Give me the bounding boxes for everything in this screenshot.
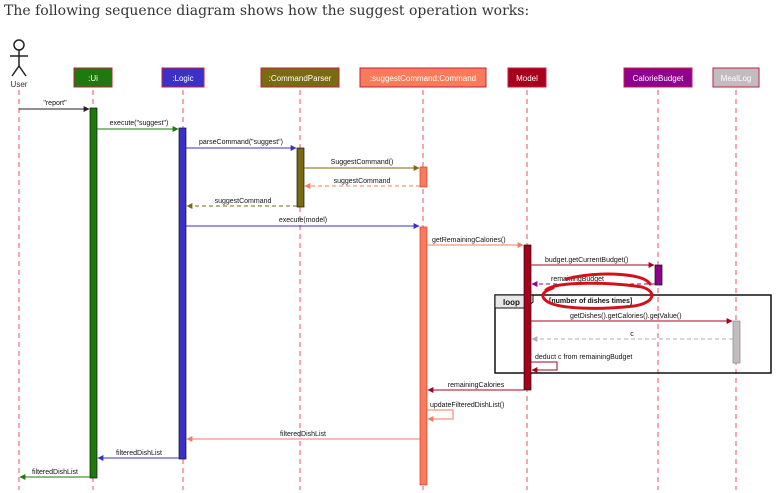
intro-text: The following sequence diagram shows how… bbox=[4, 3, 530, 19]
loop-keyword: loop bbox=[503, 298, 520, 307]
message-return-filtered-list-1-label: filteredDishList bbox=[280, 431, 326, 438]
lifelines bbox=[18, 90, 737, 490]
message-return-c: c bbox=[531, 331, 733, 342]
participant-command-parser-label: :CommandParser bbox=[269, 74, 332, 83]
activation-command-execute bbox=[419, 226, 428, 486]
activation-budget bbox=[654, 264, 663, 286]
participant-ui: :Ui bbox=[73, 67, 113, 88]
message-return-remaining-budget-label: remainingBudget bbox=[551, 276, 604, 283]
message-report: "report" bbox=[19, 100, 90, 112]
activation-meallog bbox=[732, 320, 741, 364]
message-get-remaining-calories-label: getRemainingCalories() bbox=[432, 237, 506, 244]
participant-meal-log-label: MealLog bbox=[721, 74, 752, 83]
message-deduct-self-call: deduct c from remainingBudget bbox=[531, 354, 632, 373]
red-annotation-marks bbox=[541, 272, 654, 310]
activation-logic bbox=[178, 127, 187, 460]
message-return-suggest-command-1-label: suggestCommand bbox=[334, 178, 391, 185]
activation-ui bbox=[89, 107, 98, 479]
activation-parser bbox=[296, 147, 305, 208]
message-return-filtered-list-1: filteredDishList bbox=[186, 431, 420, 442]
message-deduct-self-call-label: deduct c from remainingBudget bbox=[535, 354, 632, 361]
message-get-dishes-calories: getDishes().getCalories().getValue() bbox=[531, 313, 733, 324]
participant-logic-label: :Logic bbox=[172, 74, 193, 83]
message-execute-suggest-label: execute("suggest") bbox=[110, 120, 169, 127]
message-get-current-budget: budget.getCurrentBudget() bbox=[531, 257, 655, 268]
message-update-filtered-dish-list-label: updateFilteredDishList() bbox=[430, 402, 504, 409]
loop-guard: [number of dishes times] bbox=[549, 298, 632, 305]
message-return-filtered-list-2-label: filteredDishList bbox=[116, 450, 162, 457]
message-return-filtered-list-2: filteredDishList bbox=[97, 450, 179, 461]
message-get-dishes-calories-label: getDishes().getCalories().getValue() bbox=[570, 313, 682, 320]
message-execute-model-label: execute(model) bbox=[279, 217, 327, 224]
message-return-filtered-list-3-label: filteredDishList bbox=[32, 469, 78, 476]
message-return-remaining-calories: remainingCalories bbox=[427, 382, 524, 393]
actor-user-label: User bbox=[11, 80, 28, 89]
message-get-current-budget-label: budget.getCurrentBudget() bbox=[545, 257, 628, 264]
message-execute-suggest: execute("suggest") bbox=[97, 120, 179, 132]
message-execute-model: execute(model) bbox=[186, 217, 420, 229]
participant-ui-label: :Ui bbox=[88, 74, 98, 83]
loop-fragment: loop [number of dishes times] bbox=[494, 294, 772, 374]
message-parse-command: parseCommand("suggest") bbox=[186, 139, 297, 151]
message-update-filtered-dish-list: updateFilteredDishList() bbox=[427, 402, 504, 422]
message-report-label: "report" bbox=[43, 100, 67, 107]
message-return-remaining-calories-label: remainingCalories bbox=[448, 382, 505, 389]
message-return-suggest-command-2-label: suggestCommand bbox=[215, 198, 272, 205]
message-return-remaining-budget: remainingBudget bbox=[531, 276, 655, 287]
user-actor-icon bbox=[10, 39, 28, 77]
message-parse-command-label: parseCommand("suggest") bbox=[199, 139, 283, 146]
message-get-remaining-calories: getRemainingCalories() bbox=[427, 237, 524, 248]
activation-model bbox=[523, 244, 532, 391]
message-return-suggest-command-2: suggestCommand bbox=[186, 198, 297, 209]
participant-command-parser: :CommandParser bbox=[260, 67, 340, 88]
message-return-suggest-command-1: suggestCommand bbox=[304, 178, 420, 189]
activation-command-constructor bbox=[419, 166, 428, 188]
participant-calorie-budget: CalorieBudget bbox=[623, 67, 693, 88]
message-return-c-label: c bbox=[630, 331, 634, 338]
message-suggest-command-constructor: SuggestCommand() bbox=[304, 159, 420, 171]
participant-logic: :Logic bbox=[161, 67, 205, 88]
participant-model-label: Model bbox=[516, 74, 538, 83]
participant-meal-log: MealLog bbox=[712, 67, 760, 88]
message-return-filtered-list-3: filteredDishList bbox=[19, 469, 90, 480]
participant-calorie-budget-label: CalorieBudget bbox=[633, 74, 684, 83]
message-suggest-command-constructor-label: SuggestCommand() bbox=[331, 159, 394, 166]
participant-model: Model bbox=[507, 67, 547, 88]
participant-suggest-command-label: :suggestCommand:Command bbox=[370, 74, 476, 83]
participant-suggest-command: :suggestCommand:Command bbox=[359, 67, 487, 88]
